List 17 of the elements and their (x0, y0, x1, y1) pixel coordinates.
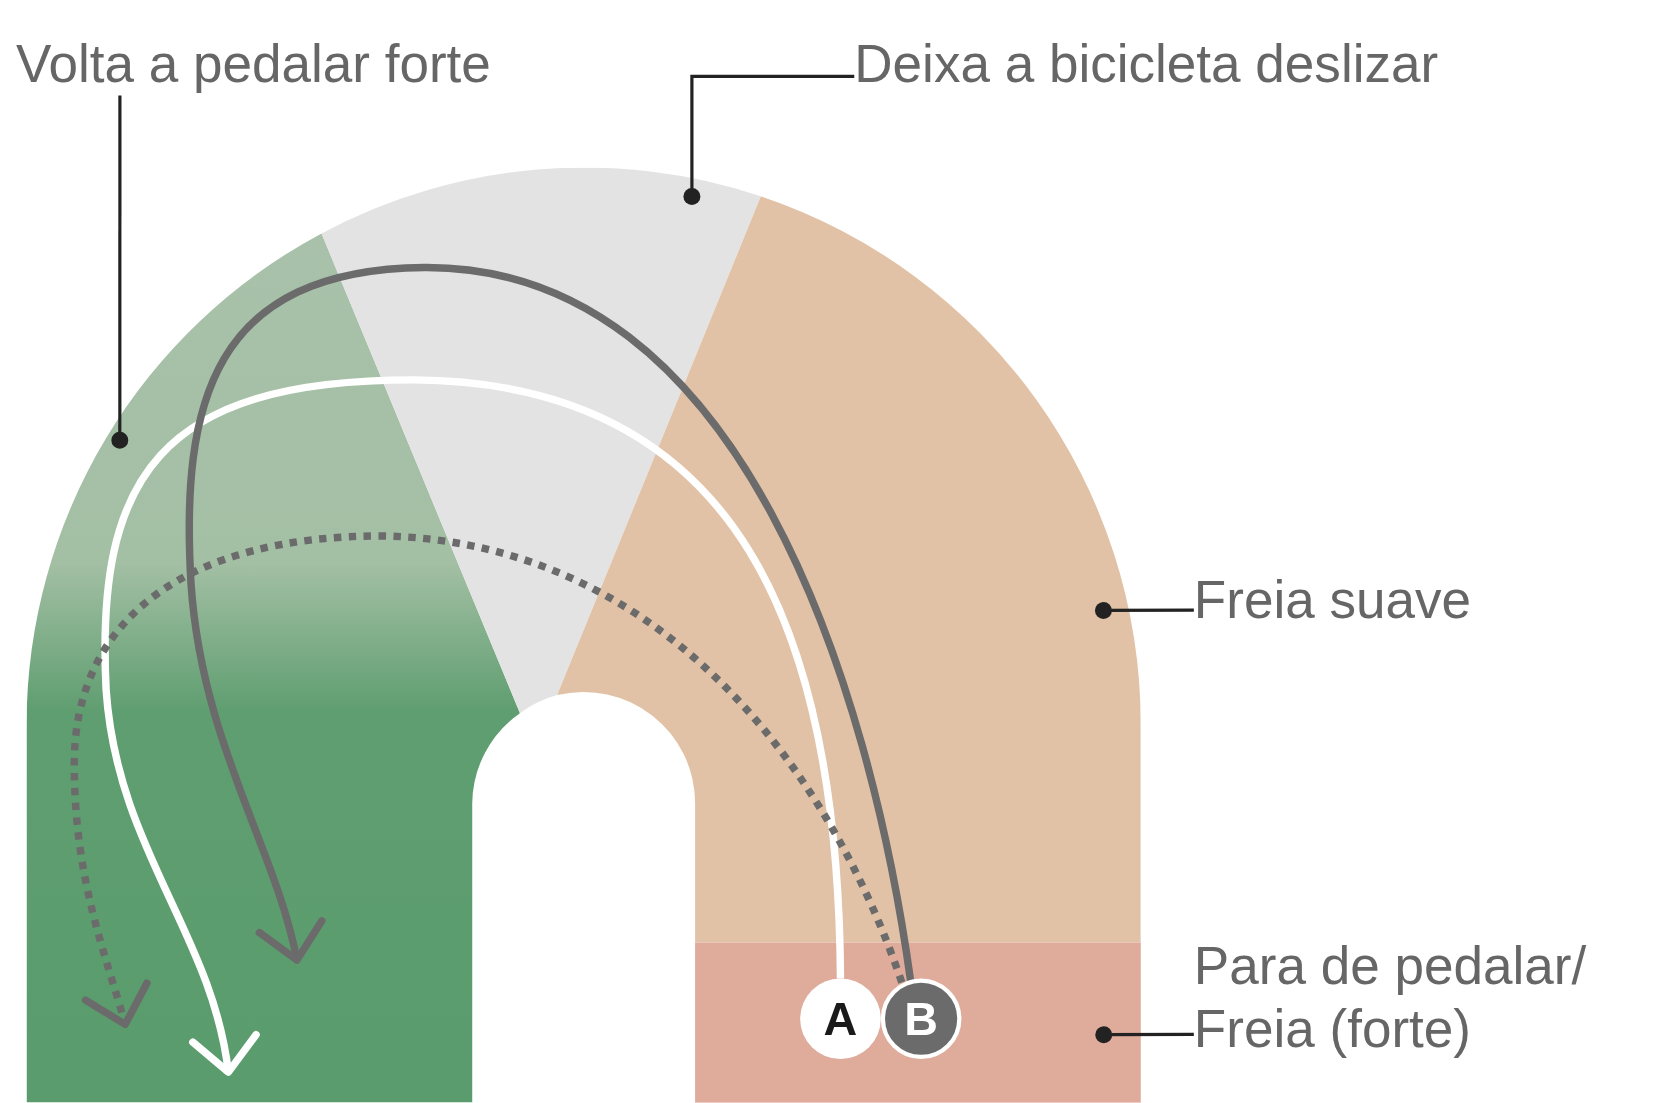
leader-line (70, 532, 906, 1029)
track-zone (695, 942, 1141, 1103)
leader-line (111, 95, 129, 449)
track-zone (26, 233, 520, 1103)
zone-label: Freia suave (1193, 567, 1619, 632)
route-marker: B (880, 978, 962, 1060)
track-zone (557, 196, 1141, 943)
zone-label: Para de pedalar/ Freia (forte) (1193, 933, 1640, 1062)
route-marker: A (800, 978, 881, 1060)
leader-line (185, 263, 915, 982)
leader-line (101, 376, 845, 1076)
track-zone (321, 167, 761, 714)
leader-line (683, 74, 855, 205)
leader-line (1095, 1026, 1194, 1044)
leader-line (1094, 601, 1194, 619)
zone-label: Deixa a bicicleta deslizar (854, 31, 1598, 96)
zone-label: Volta a pedalar forte (15, 31, 621, 96)
